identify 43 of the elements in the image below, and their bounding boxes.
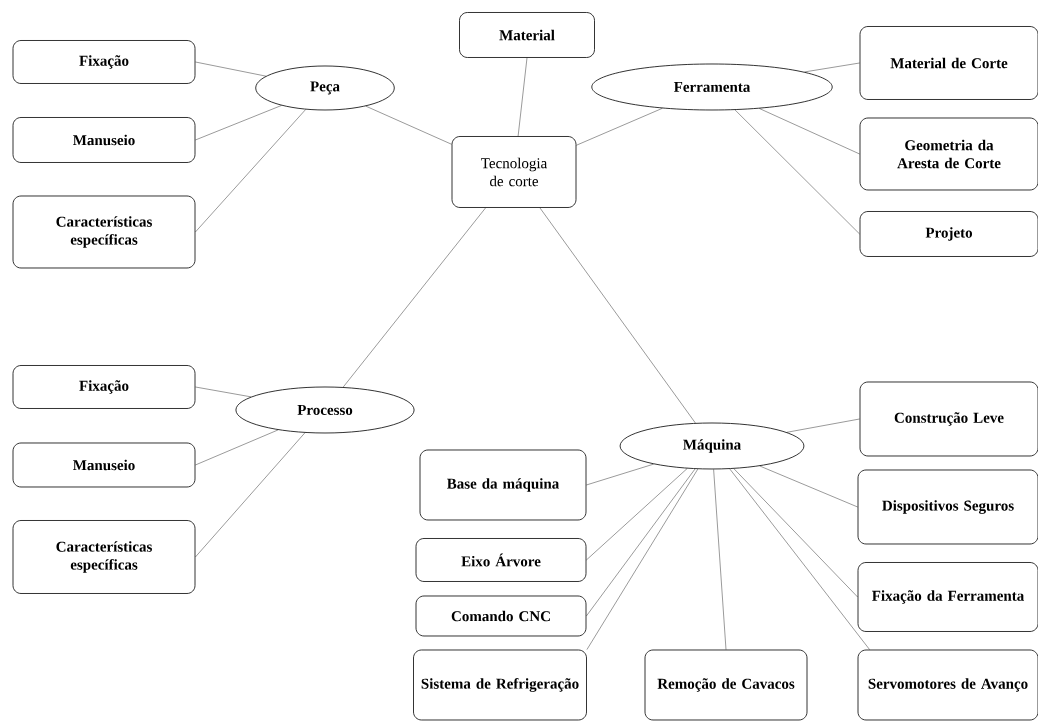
concept-box: Servomotores de Avanço [857, 649, 1038, 721]
concept-box: Fixação da Ferramenta [857, 562, 1038, 632]
connector-line [759, 108, 860, 155]
connector-line [343, 207, 486, 388]
connector-line [729, 468, 870, 650]
connector-line [786, 418, 860, 433]
concept-box: Remoção de Cavacos [644, 649, 808, 721]
concept-box: Material de Corte [859, 26, 1038, 100]
concept-box: Fixação [12, 40, 196, 84]
connector-line [586, 463, 654, 486]
connector-line [195, 109, 306, 233]
concept-box: Base da máquina [419, 449, 587, 521]
concept-box: Características específicas [12, 520, 196, 594]
connector-line [586, 468, 696, 617]
connector-line [804, 62, 860, 73]
connector-line [195, 61, 267, 77]
connector-line [539, 207, 696, 424]
connector-line [195, 429, 279, 466]
connector-line [759, 465, 858, 508]
concept-box: Projeto [859, 211, 1038, 257]
connector-line [586, 468, 698, 650]
concept-box: Dispositivos Seguros [857, 469, 1038, 545]
connector-line [195, 105, 282, 141]
connector-line [586, 468, 688, 561]
concept-box: Comando CNC [415, 595, 587, 637]
concept-box: Fixação [12, 365, 196, 409]
central-box: Tecnologia de corte [451, 136, 577, 208]
connector-line [517, 57, 528, 137]
concept-box: Sistema de Refrigeração [413, 649, 587, 721]
concept-box: Manuseio [12, 442, 196, 488]
connector-line [713, 469, 727, 650]
concept-box: Manuseio [12, 117, 196, 163]
concept-box: Construção Leve [859, 381, 1038, 457]
connector-line [734, 109, 860, 235]
connector-line [733, 468, 858, 598]
concept-box: Características específicas [12, 195, 196, 269]
concept-box: Geometria da Aresta de Corte [859, 117, 1038, 191]
connector-line [365, 105, 452, 145]
connector-line [195, 386, 252, 398]
connector-line [576, 108, 663, 146]
concept-box: Material [459, 12, 595, 58]
connector-line [195, 432, 306, 558]
concept-box: Eixo Árvore [415, 538, 587, 582]
